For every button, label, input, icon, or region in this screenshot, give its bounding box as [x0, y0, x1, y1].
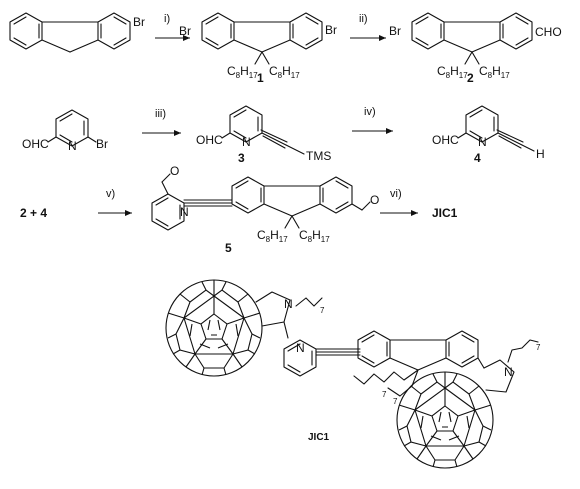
- step-label: ii): [359, 13, 368, 25]
- br-label: Br: [179, 24, 191, 38]
- n-label: N: [242, 135, 251, 149]
- reactants-label: 2 + 4: [20, 206, 47, 220]
- cho-label: CHO: [535, 25, 562, 39]
- compound-number: 4: [474, 151, 481, 165]
- compound-dibromofluorene: Br Br: [9, 12, 145, 53]
- compound-number: 5: [225, 241, 232, 255]
- n-label: N: [504, 365, 513, 379]
- br-label: Br: [325, 23, 337, 37]
- compound-number: 2: [467, 71, 474, 85]
- ohc-label: OHC: [196, 133, 223, 147]
- compound-bromopyridine-aldehyde: N OHC Br: [22, 109, 108, 153]
- compound-2: Br CHO C8H17 C8H17 2: [389, 12, 562, 85]
- product-caption: JIC1: [308, 432, 330, 443]
- chain-subscript: 7: [393, 397, 398, 406]
- n-label: N: [478, 135, 487, 149]
- compound-4: N OHC H 4: [432, 105, 545, 165]
- svg-text:C8H17: C8H17: [299, 228, 330, 244]
- svg-text:C8H17: C8H17: [437, 64, 468, 80]
- svg-text:C8H17: C8H17: [479, 64, 510, 80]
- n-label: N: [68, 139, 77, 153]
- step-label: vi): [390, 188, 402, 200]
- step-label: iii): [155, 108, 166, 120]
- step-iii: iii): [142, 108, 181, 136]
- svg-text:C8H17: C8H17: [257, 228, 288, 244]
- n-label: N: [180, 205, 189, 219]
- step-ii: ii): [350, 13, 386, 41]
- br-label: Br: [389, 24, 401, 38]
- step-label: v): [106, 188, 115, 200]
- ohc-label: OHC: [432, 133, 459, 147]
- step-v: v): [98, 188, 132, 216]
- product-label: JIC1: [432, 206, 458, 220]
- step-label: i): [164, 13, 170, 25]
- chain-subscript: 7: [536, 343, 541, 352]
- chain-subscript: 7: [320, 306, 325, 315]
- n-label: N: [284, 297, 293, 311]
- compound-5: N O C8H17 C8H17 O 5: [151, 164, 379, 255]
- br-label: Br: [96, 137, 108, 151]
- compound-number: 1: [257, 71, 264, 85]
- o-label: O: [170, 164, 179, 178]
- tms-label: TMS: [306, 149, 331, 163]
- compound-1: Br Br C8H17 C8H17 1: [179, 12, 337, 85]
- svg-text:C8H17: C8H17: [269, 64, 300, 80]
- o-label: O: [370, 193, 379, 207]
- svg-text:C8H17: C8H17: [227, 64, 258, 80]
- chain-subscript: 7: [382, 390, 387, 399]
- step-label: iv): [364, 106, 376, 118]
- fullerene-left: [165, 279, 263, 377]
- jic1-structure: N 7 N 7 7 N 7: [165, 279, 541, 469]
- h-label: H: [536, 147, 545, 161]
- compound-number: 3: [238, 151, 245, 165]
- n-label: N: [296, 341, 305, 355]
- step-vi: vi): [380, 188, 418, 216]
- ohc-label: OHC: [22, 137, 49, 151]
- compound-3: N OHC TMS 3: [196, 105, 331, 165]
- step-i: i): [155, 13, 190, 41]
- br-label: Br: [133, 15, 145, 29]
- step-iv: iv): [352, 106, 393, 134]
